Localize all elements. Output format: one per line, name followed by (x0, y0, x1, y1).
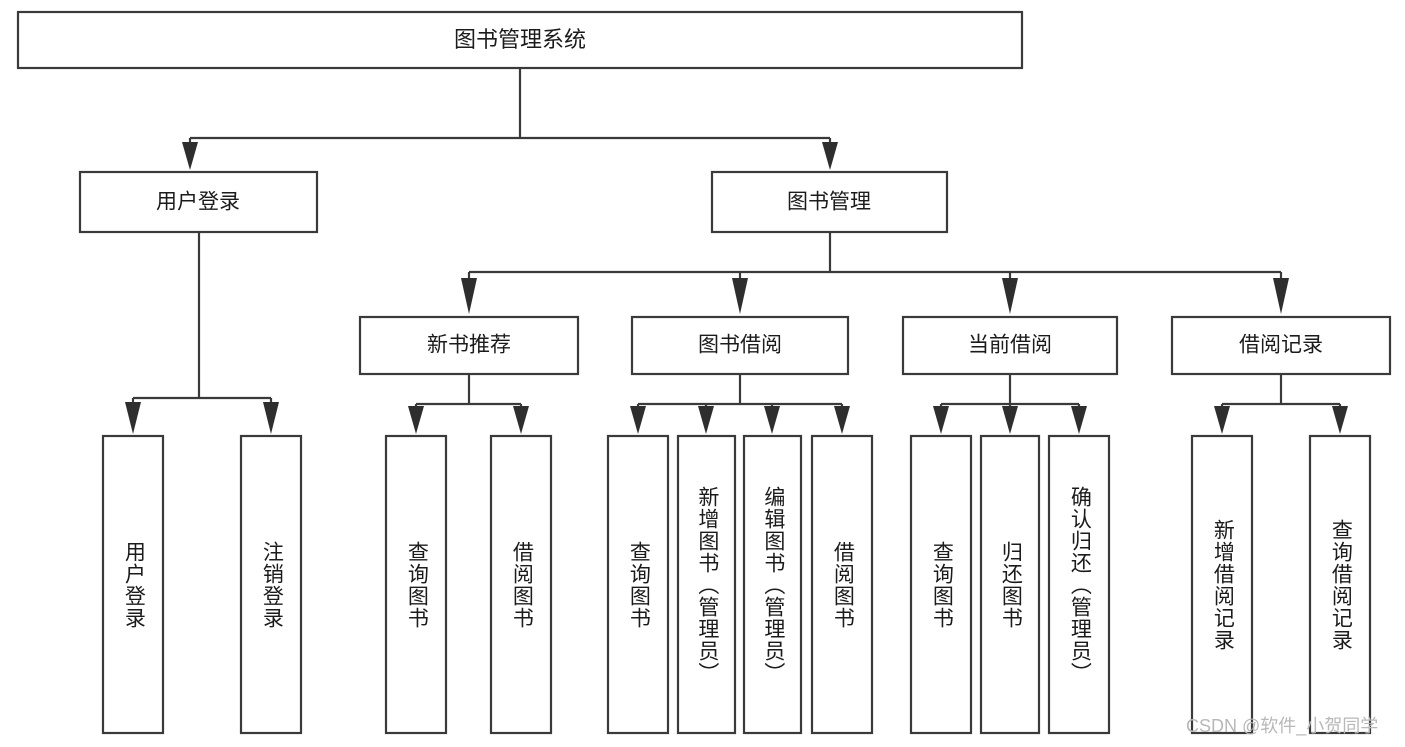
node-root-box[interactable] (16, 10, 1024, 70)
arrow-to-new-book (461, 278, 477, 314)
node-book-manage-box[interactable] (710, 170, 949, 234)
node-borrow-record-label: 借阅记录 (1239, 334, 1323, 357)
arrow-record-leaf-2 (1332, 406, 1348, 434)
node-new-book-recommend-label: 新书推荐 (427, 334, 511, 357)
arrow-record-leaf-1 (1214, 406, 1230, 434)
leaf-box-current-1[interactable] (909, 434, 973, 735)
leaf-box-record-2[interactable] (1308, 434, 1372, 735)
node-new-book-recommend[interactable]: 新书推荐 (358, 315, 580, 376)
node-book-manage-label: 图书管理 (787, 191, 871, 214)
leaf-box-borrow-4[interactable] (810, 434, 874, 735)
leaf-box-borrow-2[interactable] (676, 434, 737, 735)
node-borrow-record[interactable]: 借阅记录 (1170, 315, 1392, 376)
leaf-box-current-2[interactable] (979, 434, 1041, 735)
arrow-user-leaf-2 (263, 402, 279, 434)
arrow-borrow-leaf-3 (764, 406, 780, 434)
node-current-borrow[interactable]: 当前借阅 (901, 315, 1119, 376)
arrow-user-leaf-1 (125, 402, 141, 434)
leaf-box-user-login-2[interactable] (239, 434, 303, 735)
arrow-to-borrow-record (1273, 278, 1289, 314)
node-new-book-recommend-box[interactable] (358, 315, 580, 376)
arrow-current-leaf-1 (933, 406, 949, 434)
arrow-borrow-leaf-2 (698, 406, 714, 434)
leaf-box-user-login-1[interactable] (101, 434, 165, 735)
arrow-current-leaf-2 (1002, 406, 1018, 434)
node-book-borrow-box[interactable] (630, 315, 850, 376)
leaf-box-group (101, 434, 1372, 735)
arrow-borrow-leaf-1 (630, 406, 646, 434)
leaf-box-borrow-1[interactable] (606, 434, 670, 735)
arrow-to-current-borrow (1002, 278, 1018, 314)
node-current-borrow-box[interactable] (901, 315, 1119, 376)
node-user-login-box[interactable] (78, 170, 319, 234)
node-book-borrow-label: 图书借阅 (698, 334, 782, 357)
leaf-box-record-1[interactable] (1190, 434, 1254, 735)
leaf-box-current-3[interactable] (1047, 434, 1111, 735)
node-root[interactable]: 图书管理系统 (16, 10, 1024, 70)
node-book-borrow[interactable]: 图书借阅 (630, 315, 850, 376)
node-user-login[interactable]: 用户登录 (78, 170, 319, 234)
leaf-box-newbook-2[interactable] (489, 434, 553, 735)
connector-group (125, 68, 1348, 434)
node-borrow-record-box[interactable] (1170, 315, 1392, 376)
csdn-watermark: CSDN @软件_小贺同学 (1186, 716, 1379, 736)
node-book-manage[interactable]: 图书管理 (710, 170, 949, 234)
arrow-to-user-login (182, 142, 198, 170)
arrow-borrow-leaf-4 (834, 406, 850, 434)
arrow-to-book-borrow (732, 278, 748, 314)
leaf-box-newbook-1[interactable] (384, 434, 448, 735)
arrow-to-book-manage (822, 142, 838, 170)
node-root-label: 图书管理系统 (454, 27, 586, 52)
leaf-box-borrow-3[interactable] (742, 434, 803, 735)
node-user-login-label: 用户登录 (156, 191, 240, 214)
arrow-newbook-leaf-1 (408, 406, 424, 434)
node-current-borrow-label: 当前借阅 (968, 334, 1052, 357)
arrow-newbook-leaf-2 (513, 406, 529, 434)
arrow-current-leaf-3 (1071, 406, 1087, 434)
